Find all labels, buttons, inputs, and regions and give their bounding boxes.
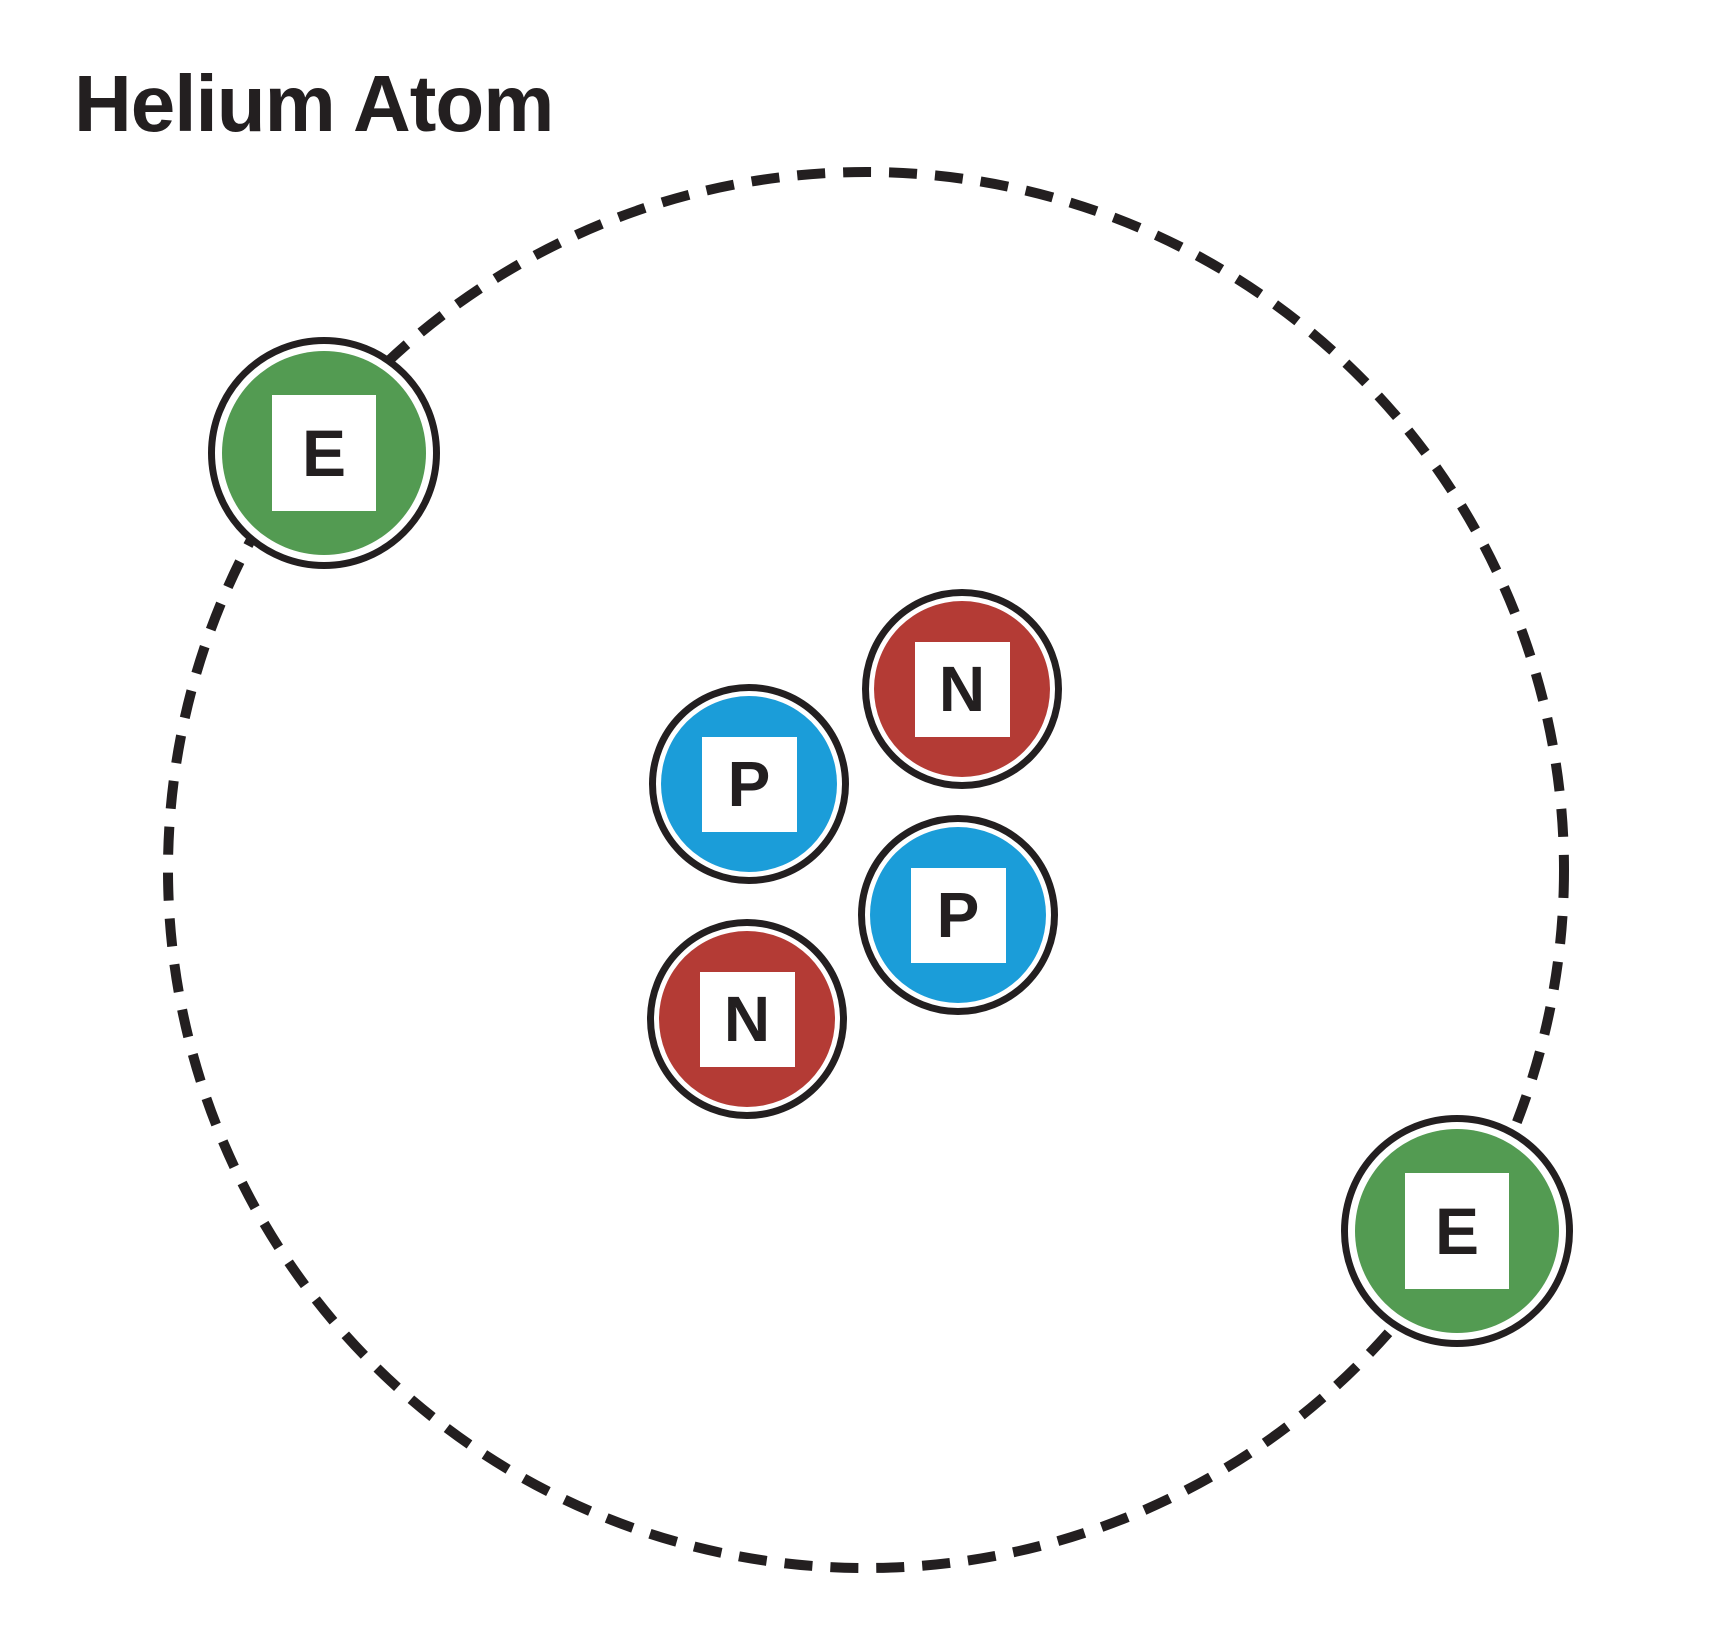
neutron-particle: N bbox=[862, 589, 1062, 789]
neutron-particle: N bbox=[647, 919, 847, 1119]
electron-particle: E bbox=[208, 337, 440, 569]
neutron-label: N bbox=[938, 653, 986, 725]
proton-label: P bbox=[727, 748, 771, 820]
proton-label: P bbox=[936, 879, 980, 951]
electron-label: E bbox=[1434, 1194, 1480, 1268]
proton-particle: P bbox=[858, 815, 1058, 1015]
neutron-label: N bbox=[723, 983, 771, 1055]
orbit-dashed-path bbox=[163, 167, 1569, 1573]
neutron-label-plate: N bbox=[914, 641, 1010, 737]
diagram-title: Helium Atom bbox=[74, 59, 554, 148]
proton-particle: P bbox=[649, 684, 849, 884]
proton-label-plate: P bbox=[701, 736, 797, 832]
proton-label-plate: P bbox=[910, 867, 1006, 963]
neutron-label-plate: N bbox=[699, 971, 795, 1067]
electron-particle: E bbox=[1341, 1115, 1573, 1347]
electron-label: E bbox=[301, 416, 347, 490]
electron-label-plate: E bbox=[1405, 1173, 1509, 1289]
electron-label-plate: E bbox=[272, 395, 376, 511]
